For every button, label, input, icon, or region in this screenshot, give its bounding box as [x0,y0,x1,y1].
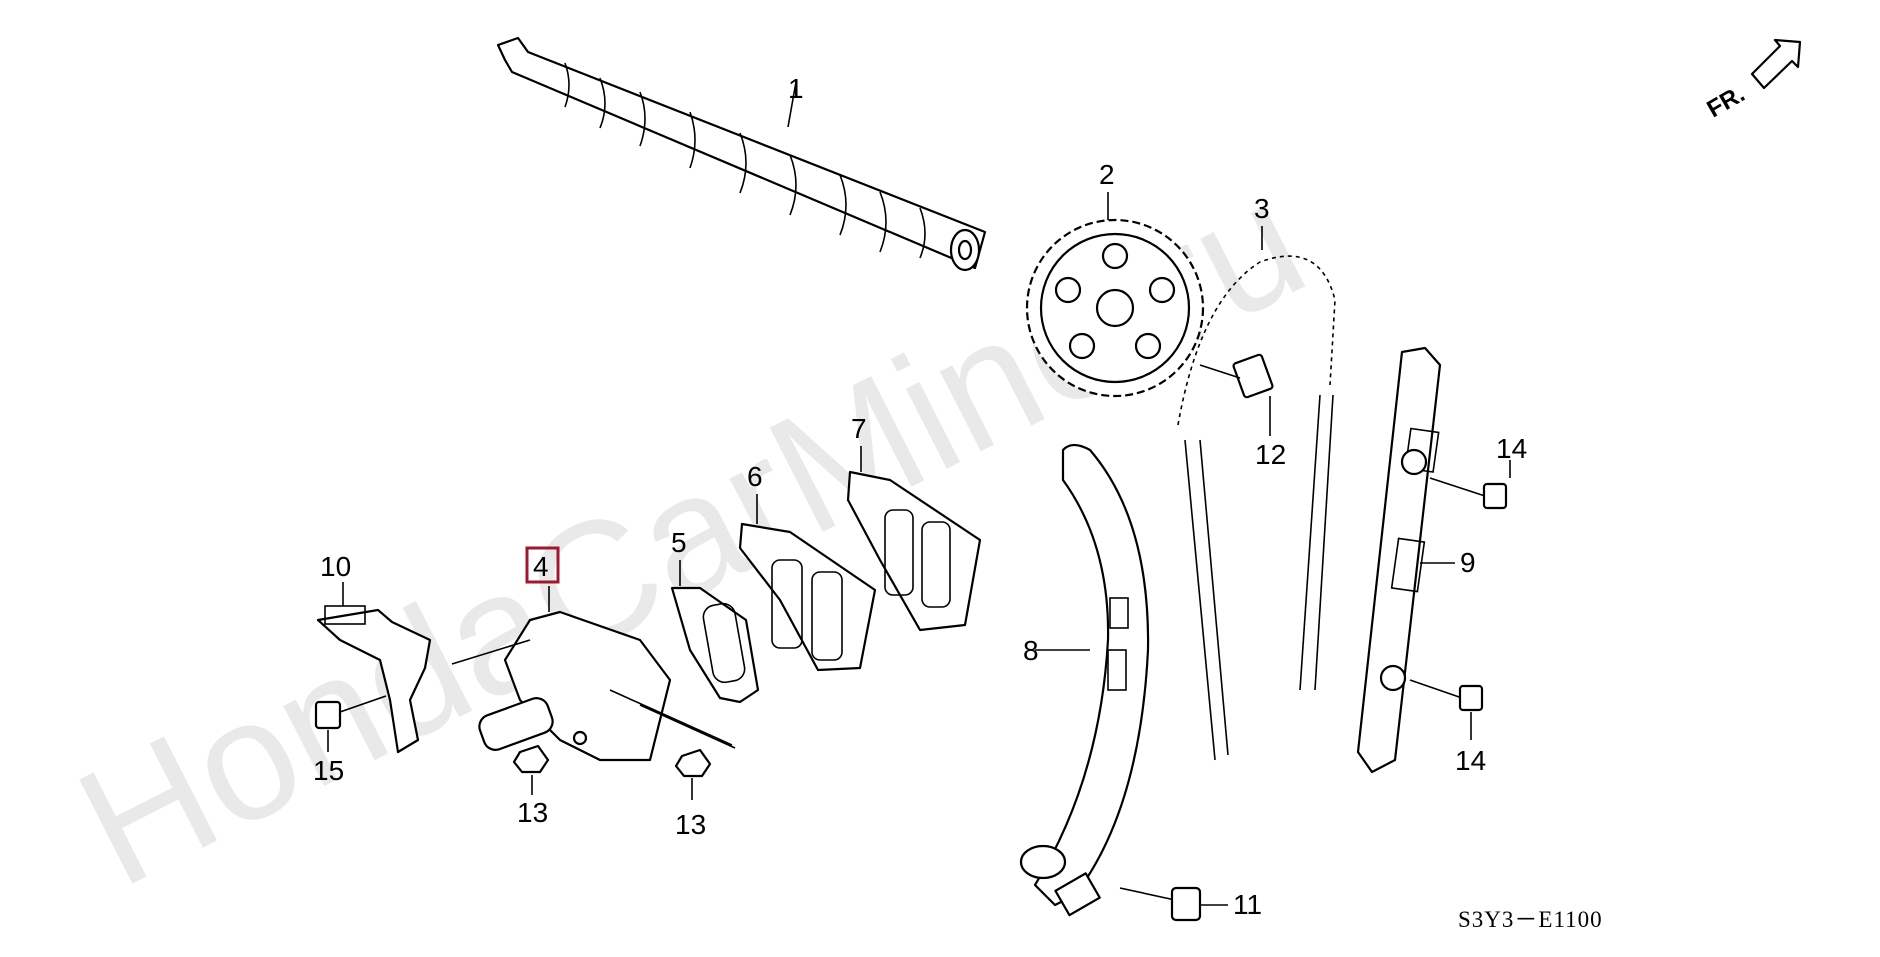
nut-13-left [512,744,550,795]
callout-4-highlight [525,546,560,584]
diagram-code: S3Y3－E1100 [1458,907,1603,932]
callout-8[interactable]: 8 [1023,635,1039,666]
callout-11[interactable]: 11 [1233,889,1262,920]
callout-6[interactable]: 6 [747,461,763,492]
direction-label: FR. [1703,80,1750,123]
timing-chain [1177,226,1336,761]
tensioner-adapter [738,494,877,672]
camshaft [496,36,987,272]
tensioner-arm [1019,443,1150,917]
front-direction-indicator: FR. [1703,38,1802,123]
callout-3[interactable]: 3 [1254,193,1270,224]
callout-15[interactable]: 15 [313,755,344,786]
arrow-icon [1750,38,1802,90]
callout-2[interactable]: 2 [1099,159,1115,190]
callout-1[interactable]: 1 [788,73,804,104]
guide-bolt-upper [1429,460,1511,510]
auto-tensioner [451,586,736,762]
pivot-bolt-11 [1119,886,1228,922]
bolt-12 [1199,353,1274,436]
callout-4[interactable]: 4 [533,551,549,582]
bolt-15 [314,695,387,752]
cam-sprocket [1025,192,1205,398]
bracket [316,582,432,754]
callout-12[interactable]: 12 [1255,439,1286,470]
seal-gasket [670,560,760,704]
tensioner-gasket [846,446,982,632]
callout-10[interactable]: 10 [320,551,351,582]
guide-bolt-lower [1409,679,1484,740]
callout-14-upper[interactable]: 14 [1496,433,1527,464]
callout-13-right[interactable]: 13 [675,809,706,840]
chain-guide [1356,346,1455,774]
callout-13-left[interactable]: 13 [517,797,548,828]
callout-7[interactable]: 7 [851,413,867,444]
callout-14-lower[interactable]: 14 [1455,745,1486,776]
callout-9[interactable]: 9 [1460,547,1476,578]
nut-13-right [674,748,712,800]
callout-5[interactable]: 5 [671,527,687,558]
